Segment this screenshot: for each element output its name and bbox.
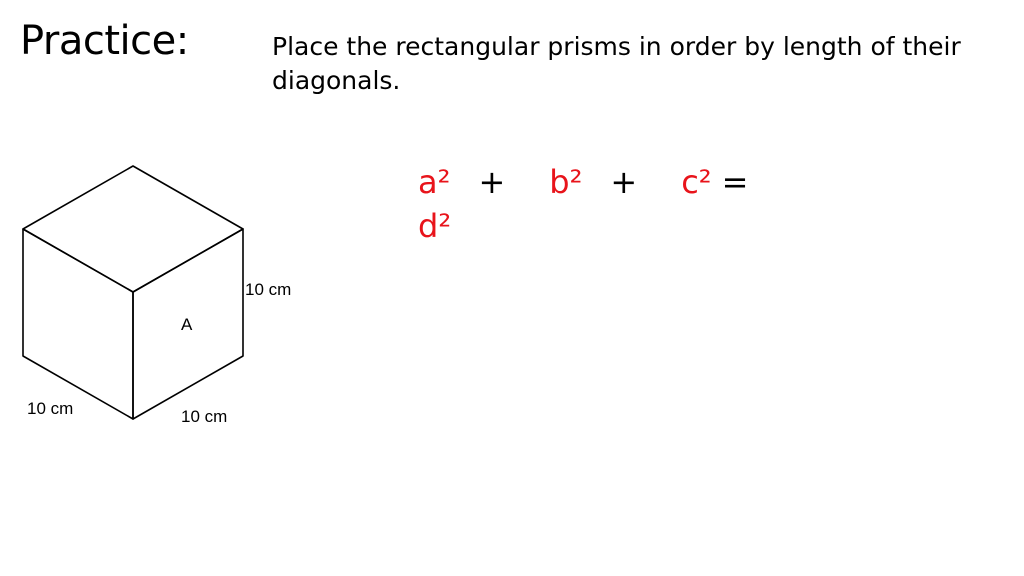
prism-depth-label: 10 cm (27, 399, 73, 418)
prism-width-label: 10 cm (181, 407, 227, 426)
equation-plus-1: + (478, 163, 506, 201)
prism-height-label: 10 cm (245, 280, 291, 299)
equation-term-a: a² (418, 163, 451, 201)
equation-plus-2: + (610, 163, 638, 201)
pythagorean-equation: a² + b² + c²= d² (418, 160, 838, 248)
prism-right-face (132, 228, 244, 420)
prism-top-face (22, 165, 244, 293)
page-title: Practice: (20, 18, 189, 64)
equation-term-b: b² (549, 163, 583, 201)
equation-term-c: c² (681, 163, 712, 201)
prism-left-face (22, 228, 134, 420)
equation-row-1: a² + b² + c²= (418, 160, 838, 204)
prism-label: A (181, 315, 193, 334)
instructions-text: Place the rectangular prisms in order by… (272, 32, 961, 95)
equation-row-2: d² (418, 204, 838, 248)
equation-term-d: d² (418, 207, 452, 245)
equation-equals: = (721, 163, 749, 201)
